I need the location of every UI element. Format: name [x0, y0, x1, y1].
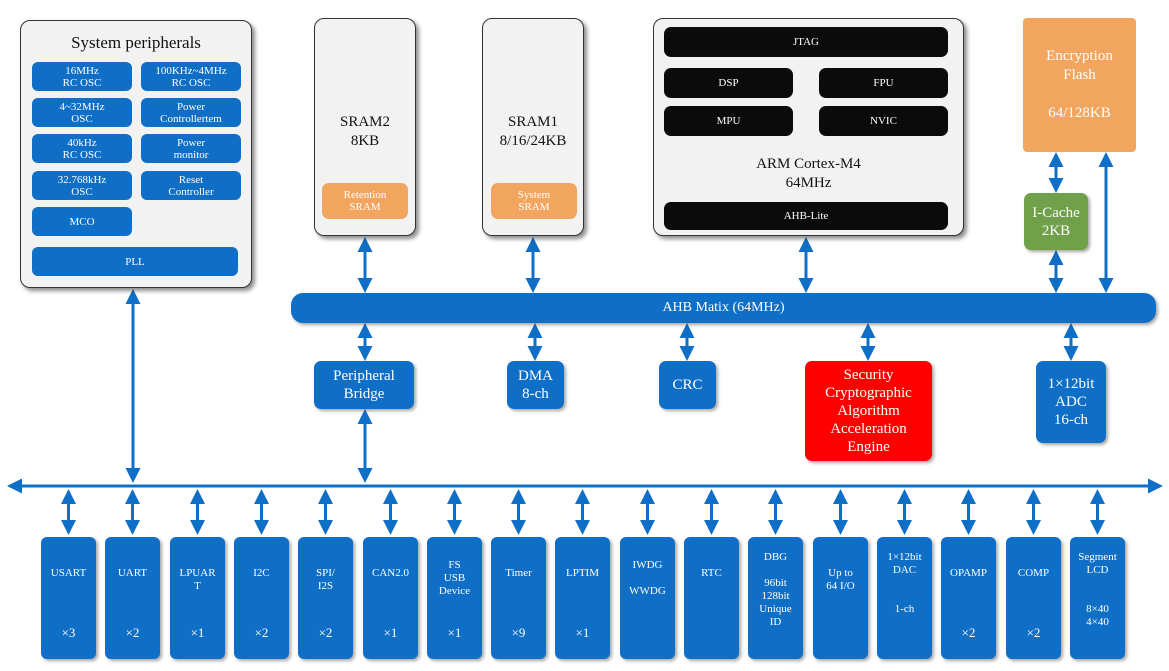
peripheral-count: ×1: [190, 625, 205, 640]
peripheral-bridge: Peripheral Bridge: [314, 361, 414, 409]
osc-100khz-4mhz: 100KHz~4MHz RC OSC: [141, 62, 241, 91]
fpu-block: FPU: [819, 68, 948, 98]
security-crypto-engine: Security Cryptographic Algorithm Acceler…: [805, 361, 932, 461]
dma-block: DMA 8-ch: [507, 361, 564, 409]
peripheral-label: LPUAR T: [179, 567, 216, 592]
peripheral-count: ×2: [1026, 625, 1041, 640]
sram2-title: SRAM2 8KB: [339, 114, 391, 149]
osc-40khz: 40kHz RC OSC: [32, 134, 132, 163]
adc-block: 1×12bit ADC 16-ch: [1036, 361, 1106, 443]
peripheral-label: Up to 64 I/O: [826, 567, 855, 592]
peripheral-label: FS USB Device: [438, 559, 471, 597]
peripheral-count: ×1: [575, 625, 590, 640]
peripheral-label: OPAMP: [950, 567, 987, 579]
system-peripherals-title: System peripherals: [71, 33, 201, 52]
peripheral-label: DBG 96bit 128bit Unique ID: [759, 551, 792, 628]
osc-4-32mhz: 4~32MHz OSC: [32, 98, 132, 127]
peripheral-block: IWDG WWDG: [620, 537, 675, 659]
peripheral-block: Up to 64 I/O: [813, 537, 868, 659]
osc-16mhz: 16MHz RC OSC: [32, 62, 132, 91]
crc-block: CRC: [659, 361, 716, 409]
peripheral-label: USART: [50, 567, 87, 579]
ahb-matrix-bus: AHB Matix (64MHz): [291, 293, 1156, 323]
mco: MCO: [32, 207, 132, 236]
peripheral-label: 1×12bit DAC 1-ch: [887, 551, 922, 615]
peripheral-label: IWDG WWDG: [629, 559, 666, 597]
retention-sram: Retention SRAM: [322, 183, 408, 219]
peripheral-block: CAN2.0 ×1: [363, 537, 418, 659]
peripheral-block: 1×12bit DAC 1-ch: [877, 537, 932, 659]
peripheral-label: LPTIM: [566, 567, 599, 579]
peripheral-label: I2C: [253, 567, 270, 579]
peripheral-count: ×2: [125, 625, 140, 640]
peripheral-block: LPUAR T ×1: [170, 537, 225, 659]
cpu-title: ARM Cortex-M4 64MHz: [756, 156, 861, 191]
peripheral-block: FS USB Device ×1: [427, 537, 482, 659]
peripheral-block: DBG 96bit 128bit Unique ID: [748, 537, 803, 659]
pll: PLL: [32, 247, 238, 276]
mpu-block: MPU: [664, 106, 793, 136]
encryption-flash: Encryption Flash 64/128KB: [1023, 18, 1136, 152]
peripheral-count: ×2: [961, 625, 976, 640]
reset-controller: Reset Controller: [141, 171, 241, 200]
peripheral-block: Segment LCD 8×40 4×40: [1070, 537, 1125, 659]
peripheral-count: ×1: [383, 625, 398, 640]
sram1-title: SRAM1 8/16/24KB: [499, 114, 567, 149]
nvic-block: NVIC: [819, 106, 948, 136]
system-sram: System SRAM: [491, 183, 577, 219]
peripheral-block: SPI/ I2S ×2: [298, 537, 353, 659]
jtag-block: JTAG: [664, 27, 948, 57]
peripheral-block: Timer ×9: [491, 537, 546, 659]
peripheral-block: OPAMP ×2: [941, 537, 996, 659]
peripheral-label: UART: [117, 567, 148, 579]
peripheral-label: Timer: [505, 567, 532, 579]
peripheral-label: COMP: [1017, 567, 1050, 579]
peripheral-count: ×9: [511, 625, 526, 640]
peripheral-label: RTC: [701, 567, 722, 579]
peripheral-label: CAN2.0: [372, 567, 409, 579]
peripheral-block: RTC: [684, 537, 739, 659]
power-controller: Power Controllertem: [141, 98, 241, 127]
peripheral-count: ×2: [318, 625, 333, 640]
peripheral-label: SPI/ I2S: [316, 567, 335, 592]
peripheral-count: ×2: [254, 625, 269, 640]
peripheral-block: USART ×3: [41, 537, 96, 659]
peripheral-count: ×1: [447, 625, 462, 640]
peripheral-block: I2C ×2: [234, 537, 289, 659]
dsp-block: DSP: [664, 68, 793, 98]
peripheral-count: ×3: [61, 625, 76, 640]
peripheral-block: LPTIM ×1: [555, 537, 610, 659]
power-monitor: Power monitor: [141, 134, 241, 163]
i-cache: I-Cache 2KB: [1024, 193, 1088, 250]
osc-32768khz: 32.768kHz OSC: [32, 171, 132, 200]
ahb-lite-block: AHB-Lite: [664, 202, 948, 230]
peripheral-block: UART ×2: [105, 537, 160, 659]
peripheral-block: COMP ×2: [1006, 537, 1061, 659]
peripheral-label: Segment LCD 8×40 4×40: [1078, 551, 1117, 628]
